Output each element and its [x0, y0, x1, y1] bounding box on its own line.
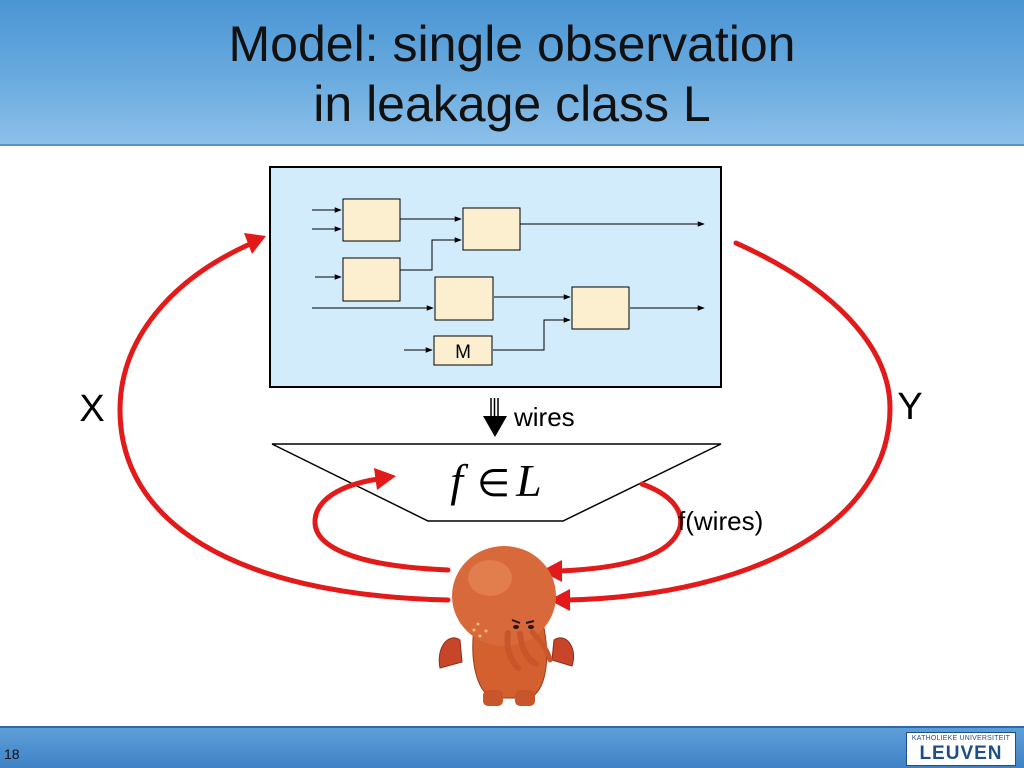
leak-output-label-f: f [678, 506, 686, 536]
gate-3 [342, 257, 401, 302]
gate-2 [462, 207, 521, 251]
adversary-figure [438, 546, 574, 706]
leakage-function-funnel [271, 443, 722, 522]
leak-response-loop [557, 481, 684, 574]
slide-title: Model: single observation in leakage cla… [0, 14, 1024, 134]
gate-5 [571, 286, 630, 330]
gate-4 [434, 276, 494, 321]
wires-label: wires [513, 402, 575, 432]
formula-element-of: ∈ [477, 463, 510, 505]
slide-title-line-2: in leakage class L [313, 76, 711, 132]
footer-bar: 18 KATHOLIEKE UNIVERSITEIT LEUVEN [0, 726, 1024, 768]
gate-m-label: M [455, 342, 471, 363]
circuit-wires [312, 207, 705, 353]
university-logo: KATHOLIEKE UNIVERSITEIT LEUVEN [906, 732, 1016, 766]
wires-down-arrow [483, 398, 507, 437]
arrowhead-y [549, 589, 570, 611]
leakage-model-diagram: M wires f ∈L X Y f(wires) [79, 166, 923, 706]
query-f-loop [312, 476, 451, 573]
page-number: 18 [4, 746, 20, 762]
logo-top-text: KATHOLIEKE UNIVERSITEIT [911, 735, 1011, 742]
leak-output-label-rest: (wires) [685, 506, 763, 536]
arrowhead-query [374, 468, 396, 490]
gate-1 [342, 198, 401, 242]
title-bar: Model: single observation in leakage cla… [0, 0, 1024, 146]
slide-title-line-1: Model: single observation [228, 16, 796, 72]
circuit-panel: M [269, 166, 722, 388]
input-x-arc [117, 241, 451, 603]
red-arrows [117, 240, 893, 603]
arrowhead-x [244, 233, 266, 254]
label-y: Y [897, 386, 922, 428]
logo-main-text: LEUVEN [919, 743, 1003, 764]
output-y-arc [565, 240, 893, 603]
leak-output-label: f(wires) [678, 506, 763, 536]
circuit-gates [342, 198, 630, 366]
red-arrowheads [244, 233, 570, 611]
arrowhead-leak [541, 560, 562, 582]
formula-L: L [515, 455, 542, 506]
label-x: X [79, 388, 104, 430]
gate-m [433, 335, 493, 366]
